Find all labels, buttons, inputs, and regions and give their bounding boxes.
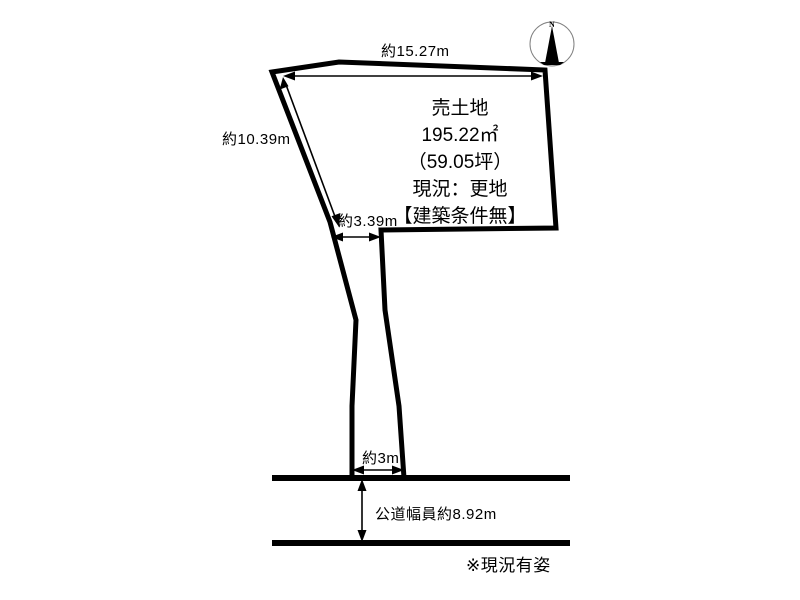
lot-info-status: 現況：更地 — [412, 178, 508, 200]
lot-info-condition: 【建築条件無】 — [393, 205, 527, 227]
footnote-current-condition: ※現況有姿 — [466, 556, 551, 575]
dimension-left-side — [279, 77, 341, 227]
dimension-mid-width — [331, 232, 381, 242]
dimension-label-top-width: 約15.27m — [381, 43, 450, 60]
lot-boundary-outline — [268, 59, 559, 481]
dimension-road-width — [357, 479, 367, 542]
lot-info-heading: 売土地 — [431, 98, 489, 119]
lot-info-area-tsubo: （59.05坪） — [407, 151, 513, 173]
dimension-label-road-width: 公道幅員約8.92m — [375, 506, 497, 523]
dimension-top-width — [283, 71, 543, 81]
lot-info-area-sqm: 195.22㎡ — [421, 124, 499, 146]
compass-north-label: N — [549, 20, 555, 29]
dimension-label-frontage: 約3m — [362, 450, 400, 467]
dimension-label-mid-width: 約3.39m — [338, 213, 398, 230]
dimension-label-left-side: 約10.39m — [222, 131, 291, 148]
lot-info-block: 売土地 195.22㎡ （59.05坪） 現況：更地 【建築条件無】 — [370, 96, 550, 231]
compass-north-icon — [529, 21, 575, 67]
dimension-frontage — [352, 465, 404, 475]
